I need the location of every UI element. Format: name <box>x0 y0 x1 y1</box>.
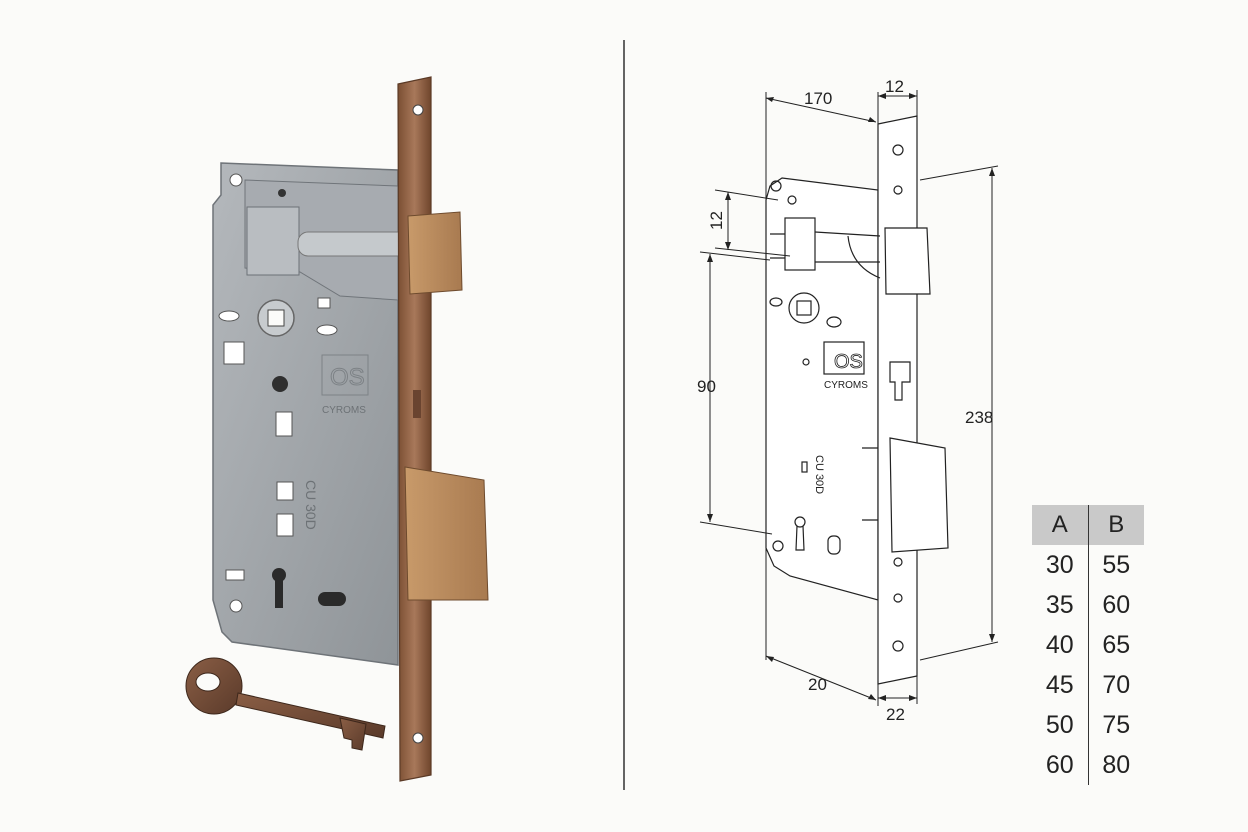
header-a: A <box>1032 505 1089 545</box>
slot <box>223 341 245 365</box>
drawing-latch <box>884 227 931 295</box>
table-row: 45 70 <box>1032 665 1144 705</box>
table-row: 30 55 <box>1032 545 1144 585</box>
dim-label-22: 22 <box>886 705 905 724</box>
svg-text:OS: OS <box>330 364 365 391</box>
cell-b: 75 <box>1102 710 1131 739</box>
svg-text:CYROMS: CYROMS <box>322 405 366 416</box>
size-table: A B 30 55 35 60 40 65 45 70 50 75 60 80 <box>1032 505 1144 785</box>
key <box>185 657 386 751</box>
table-row: 50 75 <box>1032 705 1144 745</box>
dim-label-20: 20 <box>808 675 827 694</box>
mount-hole <box>229 173 243 187</box>
cell-b: 70 <box>1102 670 1131 699</box>
dim-label-170: 170 <box>804 89 832 108</box>
table-row: 35 60 <box>1032 585 1144 625</box>
logo-emboss: OS CYROMS <box>321 354 369 416</box>
cell-b: 80 <box>1102 750 1131 779</box>
latch-block <box>246 206 300 276</box>
svg-text:CU 30D: CU 30D <box>813 455 825 494</box>
technical-drawing: OS CYROMS CU 30D <box>765 115 949 685</box>
svg-text:OS: OS <box>834 351 863 373</box>
screw-hole <box>278 189 286 197</box>
lock-photo: OS CYROMS CU 30D <box>185 76 489 782</box>
faceplate-screw <box>412 104 424 116</box>
dim-label-238: 238 <box>965 408 993 427</box>
cell-a: 50 <box>1032 705 1089 745</box>
cell-b: 65 <box>1102 630 1131 659</box>
faceplate-slot <box>413 390 421 418</box>
keyhole <box>272 568 286 608</box>
dim-label-90: 90 <box>697 377 716 396</box>
table-row: 60 80 <box>1032 745 1144 785</box>
slot <box>318 592 346 606</box>
cell-a: 40 <box>1032 625 1089 665</box>
drawing-deadbolt <box>889 437 949 553</box>
size-table-header: A B <box>1032 505 1144 545</box>
slot <box>218 310 240 322</box>
slot <box>275 411 293 437</box>
latch-spindle <box>297 231 409 257</box>
faceplate-screw <box>412 732 424 744</box>
svg-text:CYROMS: CYROMS <box>824 380 868 391</box>
cell-a: 45 <box>1032 665 1089 705</box>
mount-hole <box>229 599 243 613</box>
cell-a: 35 <box>1032 585 1089 625</box>
cell-a: 60 <box>1032 745 1089 785</box>
cell-a: 30 <box>1032 545 1089 585</box>
cell-b: 60 <box>1102 590 1131 619</box>
dead-bolt <box>404 466 489 601</box>
slot <box>276 481 294 501</box>
slot <box>276 513 294 537</box>
model-emboss: CU 30D <box>303 480 319 530</box>
dim-label-12-left: 12 <box>707 211 726 230</box>
slot <box>317 297 331 309</box>
slot <box>225 569 245 581</box>
slot <box>316 324 338 336</box>
header-b: B <box>1088 505 1144 545</box>
screw-hole <box>272 376 288 392</box>
dimension-lines <box>699 90 999 706</box>
dim-label-12-top: 12 <box>885 77 904 96</box>
faceplate <box>397 76 432 782</box>
cell-b: 55 <box>1102 550 1131 579</box>
latch-bolt <box>407 211 463 295</box>
table-row: 40 65 <box>1032 625 1144 665</box>
follower-square <box>267 309 285 327</box>
